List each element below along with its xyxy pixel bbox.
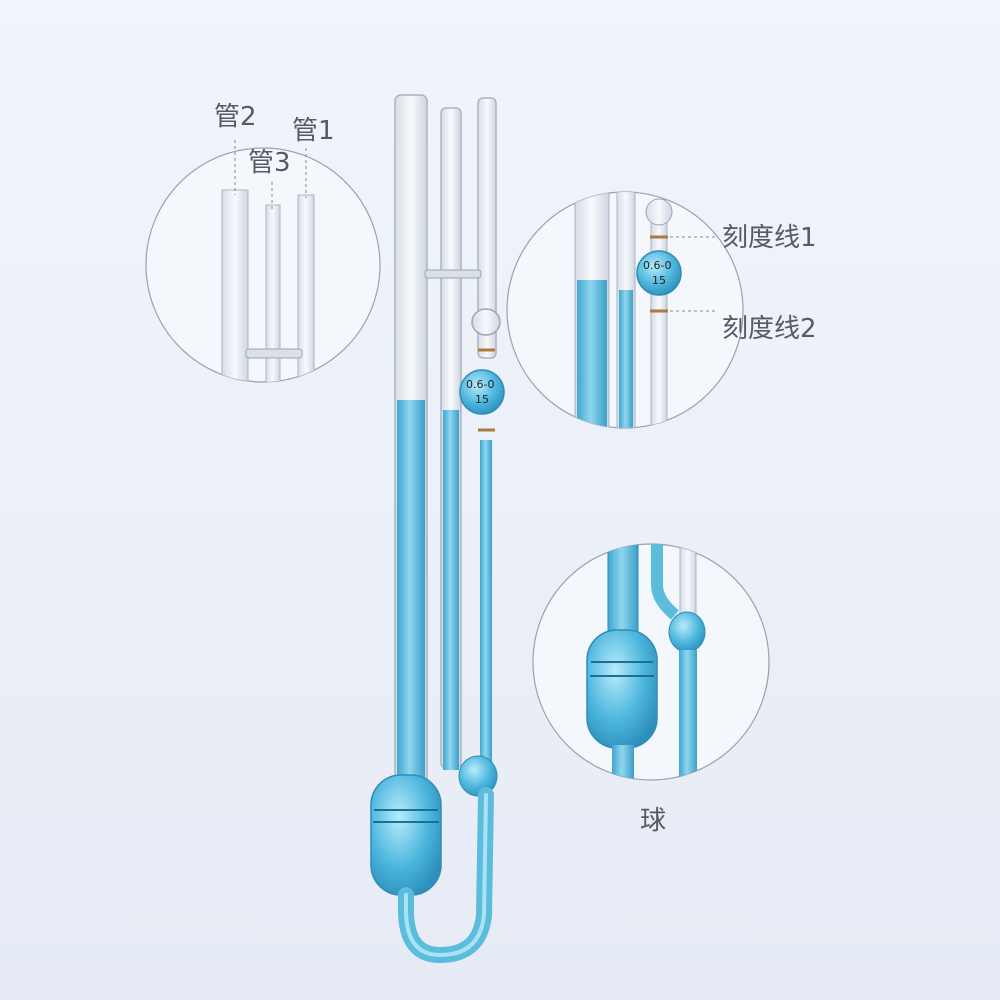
zoom-circle-bulb (532, 543, 770, 781)
reservoir-bulb (370, 774, 442, 896)
bulb-marking-size: 15 (475, 393, 489, 406)
tube-1 (477, 97, 497, 359)
label-mark-2: 刻度线2 (722, 314, 817, 344)
tube-3-liquid (443, 410, 459, 770)
label-tube-1: 管1 (292, 116, 335, 146)
zoom-circle-marks (506, 191, 744, 429)
label-mark-1: 刻度线1 (722, 223, 817, 253)
small-top-bulb (471, 308, 501, 336)
cross-connector (424, 269, 482, 279)
label-bulb: 球 (640, 806, 667, 836)
tube-1-capillary (480, 440, 492, 770)
zoom-bulb-marking-range: 0.6-0 (643, 259, 672, 272)
bulb-marking-range: 0.6-0 (466, 378, 495, 391)
zoom-bulb-marking-size: 15 (652, 274, 666, 287)
viscometer (370, 94, 505, 964)
label-tube-3: 管3 (248, 148, 291, 178)
zoom-circle-tubes (145, 140, 381, 383)
measuring-bulb (459, 369, 505, 415)
tube-2-liquid (397, 400, 425, 790)
u-bend-highlight (404, 793, 488, 958)
label-tube-2: 管2 (214, 102, 257, 132)
